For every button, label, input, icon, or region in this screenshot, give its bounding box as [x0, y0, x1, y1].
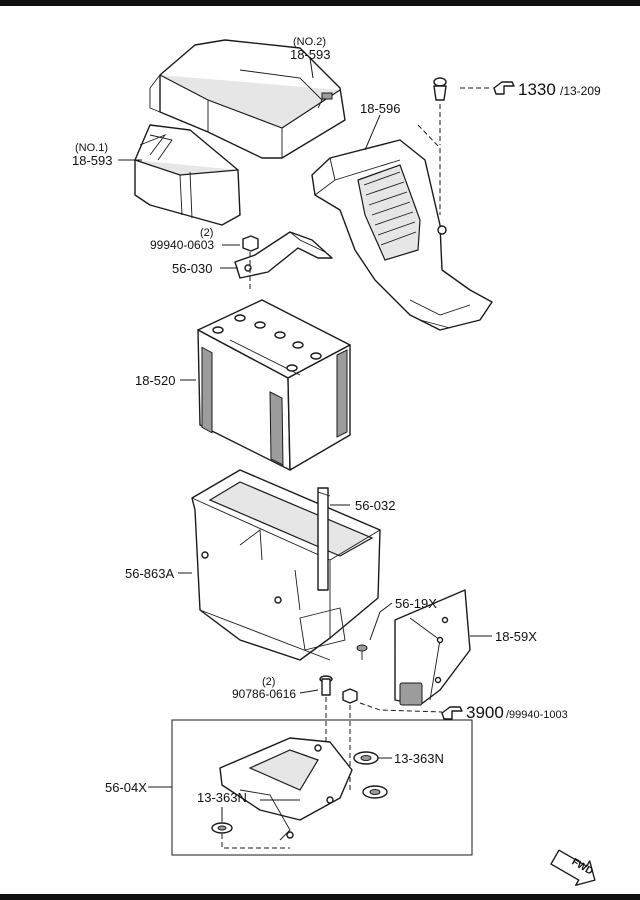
label-99940-0603: 99940-0603 — [150, 238, 214, 252]
label-90786-0616: 90786-0616 — [232, 687, 296, 701]
air-duct — [311, 139, 493, 331]
battery — [197, 299, 351, 471]
top-border — [0, 0, 640, 6]
label-qty-2a: (2) — [200, 227, 213, 239]
label-13-363N-left: 13-363N — [197, 790, 247, 805]
hold-down-rod — [317, 487, 331, 591]
nut-3900 — [342, 688, 358, 790]
label-qty-2b: (2) — [262, 676, 275, 688]
battery-cover-no1 — [134, 124, 241, 226]
bolt-56-19X — [356, 644, 368, 660]
leader-lines — [118, 57, 492, 822]
clip-fastener — [417, 77, 447, 235]
label-56-032: 56-032 — [355, 498, 395, 513]
label-18-520: 18-520 — [135, 373, 175, 388]
ref-3900: 3900 — [466, 703, 504, 722]
nut-99940-0603 — [242, 235, 259, 292]
battery-tray — [191, 469, 381, 661]
hold-down-bracket — [234, 231, 333, 279]
label-56-19X: 56-19X — [395, 596, 437, 611]
label-13-363N-right: 13-363N — [394, 751, 444, 766]
bracket-18-59X — [394, 589, 471, 706]
pointing-hand-icon — [493, 81, 515, 95]
grommets — [211, 751, 388, 849]
bottom-border — [0, 894, 640, 900]
ref-1330: 1330 — [518, 80, 556, 99]
battery-cover-no2 — [149, 39, 346, 159]
ref-13-209: /13-209 — [560, 84, 601, 98]
pointing-hand-icon — [441, 706, 463, 720]
label-18-596: 18-596 — [360, 101, 400, 116]
fwd-arrow-icon — [550, 849, 596, 886]
label-56-863A: 56-863A — [125, 566, 174, 581]
tray-mount-subassembly — [219, 737, 353, 841]
label-18-593-no1: 18-593 — [72, 153, 112, 168]
label-56-030: 56-030 — [172, 261, 212, 276]
label-no2: (NO.2) — [293, 36, 326, 48]
label-no1: (NO.1) — [75, 142, 108, 154]
label-18-593-no2: 18-593 — [290, 47, 330, 62]
ref-99940-1003: /99940-1003 — [506, 709, 568, 721]
label-18-59X: 18-59X — [495, 629, 537, 644]
label-56-04X: 56-04X — [105, 780, 147, 795]
